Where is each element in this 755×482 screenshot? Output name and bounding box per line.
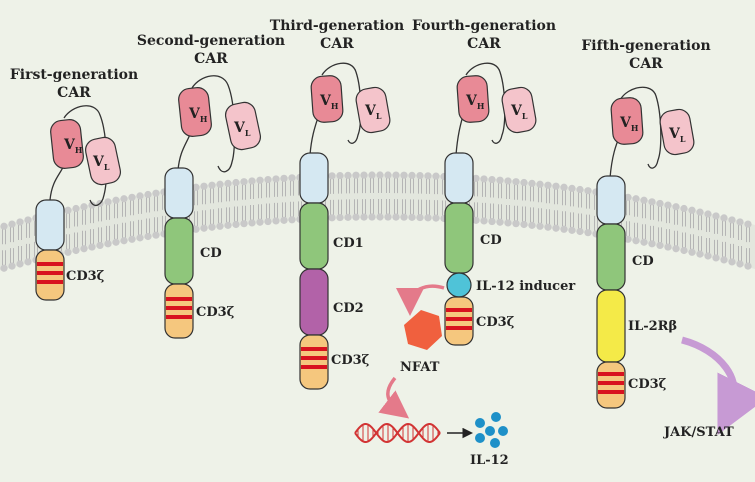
car5-cd3z-itams [598, 372, 624, 394]
car-third-generation: Third-generation CAR VH VL CD1 CD2 CD3ζ [270, 18, 404, 390]
il12-label: IL-12 [470, 453, 509, 468]
car4-title-sub: CAR [467, 36, 501, 52]
car3-cd2-domain [299, 268, 329, 336]
car2-vh-label: VH [188, 106, 208, 124]
nfat-label: NFAT [400, 360, 440, 375]
car2-vl-label: VL [233, 120, 251, 138]
dna-helix [354, 422, 441, 444]
car2-hinge-transmembrane [164, 167, 194, 219]
car3-vh-label: VH [319, 93, 339, 111]
car5-costim-domain [596, 223, 626, 291]
jakstat-label: JAK/STAT [663, 425, 734, 440]
car4-vh-domain [456, 75, 490, 123]
car5-vl-label: VL [668, 126, 686, 144]
car5-il2rb-domain [596, 289, 626, 363]
car2-title: Second-generation [137, 33, 285, 49]
il12-molecules [475, 412, 508, 448]
car4-costim-domain [444, 202, 474, 274]
car-fourth-generation: Fourth-generation CAR VH VL CD IL-12 ind… [354, 18, 575, 468]
car1-hinge-transmembrane [35, 199, 65, 251]
car5-title-sub: CAR [629, 56, 663, 72]
car1-vl-label: VL [92, 154, 110, 172]
car4-cd-label: CD [480, 233, 502, 248]
car4-title: Fourth-generation [412, 18, 556, 34]
car5-scfv-linker [619, 86, 662, 169]
car1-vh-domain [50, 119, 84, 169]
car4-cd3z-itams [446, 308, 472, 330]
car5-il2rb-label: IL-2Rβ [628, 319, 677, 334]
nfat-hexagon [404, 310, 442, 350]
car3-cd1-domain [299, 202, 329, 270]
car4-hinge-transmembrane [444, 152, 474, 204]
car5-vh-label: VH [619, 115, 639, 133]
car5-cd3z-label: CD3ζ [628, 377, 667, 392]
car3-title-sub: CAR [320, 36, 354, 52]
car2-vh-domain [178, 87, 212, 137]
car2-costim-domain [164, 217, 194, 285]
car1-linker [49, 164, 65, 201]
car2-cd3z-label: CD3ζ [196, 305, 235, 320]
car5-vh-domain [610, 97, 644, 145]
car3-cd3z-domain [299, 334, 329, 390]
car1-cd3z-itams [37, 262, 63, 284]
car3-cd3z-itams [301, 347, 327, 369]
car3-vl-domain [355, 86, 391, 134]
jakstat-arrow [681, 336, 755, 436]
car4-cd3z-label: CD3ζ [476, 315, 515, 330]
car1-vl-domain [84, 136, 122, 186]
car-first-generation: First-generation CAR VH VL CD3ζ [10, 67, 138, 301]
car1-title-sub: CAR [57, 85, 91, 101]
car4-il12-inducer-label: IL-12 inducer [476, 279, 575, 294]
car5-cd-label: CD [632, 254, 654, 269]
car4-vh-label: VH [465, 93, 485, 111]
car1-cd3z-label: CD3ζ [66, 269, 105, 284]
car5-vl-domain [659, 108, 695, 156]
car4-vl-domain [501, 86, 537, 134]
car3-cd1-label: CD1 [333, 236, 364, 251]
car3-cd2-label: CD2 [333, 301, 364, 316]
car5-hinge-transmembrane [596, 175, 626, 225]
car-fifth-generation: Fifth-generation CAR VH VL CD IL-2Rβ CD3… [581, 38, 755, 440]
car3-cd3z-label: CD3ζ [331, 353, 370, 368]
car3-title: Third-generation [270, 18, 404, 34]
inducer-to-nfat-arrow [396, 284, 445, 316]
car1-title: First-generation [10, 67, 138, 83]
car2-vl-domain [224, 101, 262, 151]
car-second-generation: Second-generation CAR VH VL CD CD3ζ [137, 33, 285, 339]
car2-cd3z-itams [166, 297, 192, 319]
car5-title: Fifth-generation [581, 38, 710, 54]
car3-vh-domain [310, 75, 344, 123]
car2-cd-label: CD [200, 246, 222, 261]
car3-vl-label: VL [364, 103, 382, 121]
car4-vl-label: VL [510, 103, 528, 121]
car1-vh-label: VH [63, 137, 83, 155]
car4-il12-inducer-domain [446, 272, 472, 298]
nfat-to-dna-arrow [378, 376, 410, 419]
car3-hinge-transmembrane [299, 152, 329, 204]
car2-title-sub: CAR [194, 51, 228, 67]
car2-cd3z-domain [164, 283, 194, 339]
